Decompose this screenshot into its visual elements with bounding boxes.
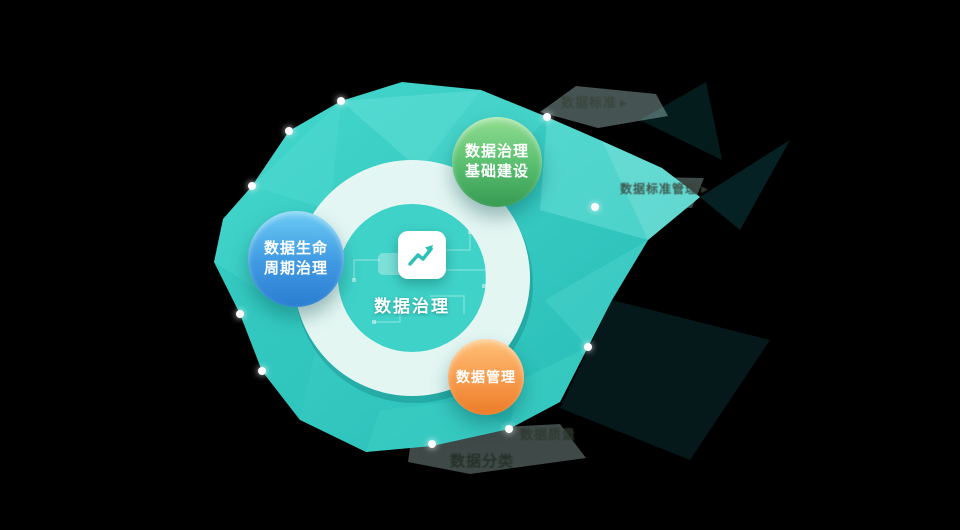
vertex-dot <box>543 113 551 121</box>
vertex-dot <box>285 127 293 135</box>
outer-shard <box>640 82 722 160</box>
node-label-line: 周期治理 <box>263 260 328 277</box>
vertex-dot <box>236 310 244 318</box>
outer-shard <box>560 300 770 460</box>
node-governance-infrastructure: 数据治理 基础建设 <box>452 117 542 207</box>
node-label-line: 基础建设 <box>464 163 529 180</box>
line-chart-icon <box>398 231 446 279</box>
faded-label-text: 数据标准 <box>561 95 618 110</box>
node-data-lifecycle-governance: 数据生命 周期治理 <box>248 211 344 307</box>
arrow-right-icon: ▶ <box>620 98 628 108</box>
vertex-dot <box>258 367 266 375</box>
faded-label-data-standard: 数据标准▶ <box>561 92 628 111</box>
vertex-dot <box>505 425 513 433</box>
vertex-dot <box>584 343 592 351</box>
node-data-management: 数据管理 <box>448 339 524 415</box>
line-chart-glyph <box>408 245 433 266</box>
faded-label-text: 数据质量 <box>520 427 577 442</box>
node-label-line: 数据生命 <box>263 240 328 257</box>
vertex-dot <box>337 97 345 105</box>
node-label-line: 数据治理 <box>464 143 529 160</box>
node-label-line: 数据管理 <box>456 369 516 385</box>
arrow-right-icon: ▶ <box>701 184 709 194</box>
faded-label-data-quality: 数据质量 <box>520 424 576 443</box>
light-shard <box>540 86 668 128</box>
outer-shard <box>700 140 790 230</box>
faded-label-text: 数据标准管理 <box>620 182 699 196</box>
center-title: 数据治理 <box>374 297 450 316</box>
vertex-dot <box>591 203 599 211</box>
vertex-dot <box>248 182 256 190</box>
faded-label-text: 数据分类 <box>450 453 515 470</box>
faded-label-data-classification: 数据分类 <box>450 450 514 471</box>
vertex-dot <box>428 440 436 448</box>
faded-label-data-standard-mgmt: 数据标准管理▶ <box>620 180 709 197</box>
